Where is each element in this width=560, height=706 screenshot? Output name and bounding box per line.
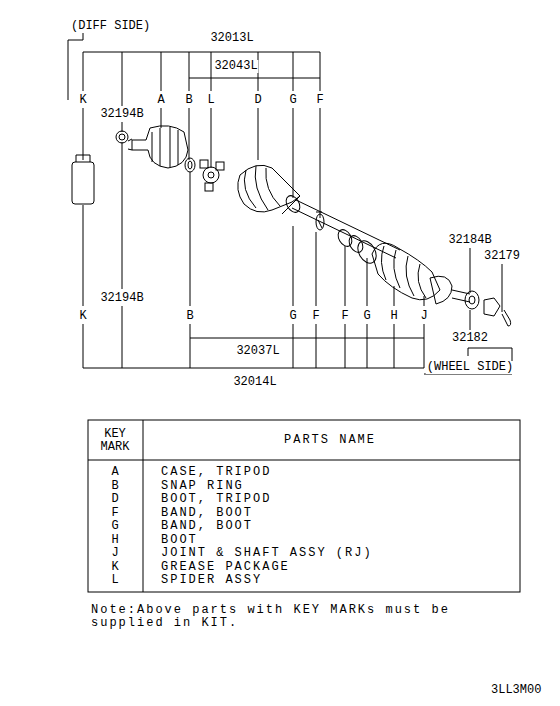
key-mark: G — [362, 310, 371, 323]
key-mark-cell: J — [110, 547, 119, 560]
part-name-cell: GREASE PACKAGE — [160, 561, 291, 574]
key-mark: J — [419, 310, 428, 323]
callout-number: 32194B — [99, 108, 144, 121]
callout-number: 32182 — [451, 332, 489, 345]
key-mark: G — [288, 94, 297, 107]
part-name-cell: BOOT — [160, 534, 199, 547]
part-name-cell: BAND, BOOT — [160, 507, 254, 520]
key-mark-cell: A — [110, 466, 119, 479]
part-name-cell: CASE, TRIPOD — [160, 466, 272, 479]
key-mark: K — [78, 94, 87, 107]
note-text: Note:Above parts with KEY MARKs must be … — [90, 604, 532, 630]
callout-number: 32179 — [483, 250, 521, 263]
key-mark: F — [315, 94, 324, 107]
key-mark: A — [156, 94, 165, 107]
key-mark: H — [389, 310, 398, 323]
part-name-cell: BAND, BOOT — [160, 520, 254, 533]
assembly-number: 32043L — [213, 60, 258, 73]
key-mark: G — [288, 310, 297, 323]
key-mark-cell: F — [110, 507, 119, 520]
key-mark: B — [184, 94, 193, 107]
part-name-cell: SPIDER ASSY — [160, 574, 263, 587]
table-header: KEY MARK — [92, 428, 138, 454]
key-mark-cell: G — [110, 520, 119, 533]
assembly-number: 32037L — [235, 345, 280, 358]
callout-number: 32184B — [447, 234, 492, 247]
part-name-cell: JOINT & SHAFT ASSY (RJ) — [160, 547, 374, 560]
key-mark: D — [253, 94, 262, 107]
part-name-cell: SNAP RING — [160, 480, 245, 493]
assembly-number: 32013L — [209, 32, 254, 45]
drawing-code: 3LL3M00 — [490, 684, 542, 697]
key-mark: B — [185, 310, 194, 323]
key-mark-cell: H — [110, 534, 119, 547]
key-mark-cell: L — [110, 574, 119, 587]
part-name-cell: BOOT, TRIPOD — [160, 493, 272, 506]
key-mark: K — [78, 310, 87, 323]
callout-number: 32194B — [99, 292, 144, 305]
key-mark: F — [340, 310, 349, 323]
key-mark-cell: B — [110, 480, 119, 493]
assembly-number: 32014L — [232, 376, 277, 389]
key-mark: F — [311, 310, 320, 323]
key-mark-cell: K — [110, 561, 119, 574]
key-mark-cell: D — [110, 493, 119, 506]
key-mark: L — [206, 94, 215, 107]
table-header: PARTS NAME — [283, 434, 377, 447]
side-note: (DIFF SIDE) — [70, 20, 151, 33]
side-note: (WHEEL SIDE) — [426, 361, 514, 374]
